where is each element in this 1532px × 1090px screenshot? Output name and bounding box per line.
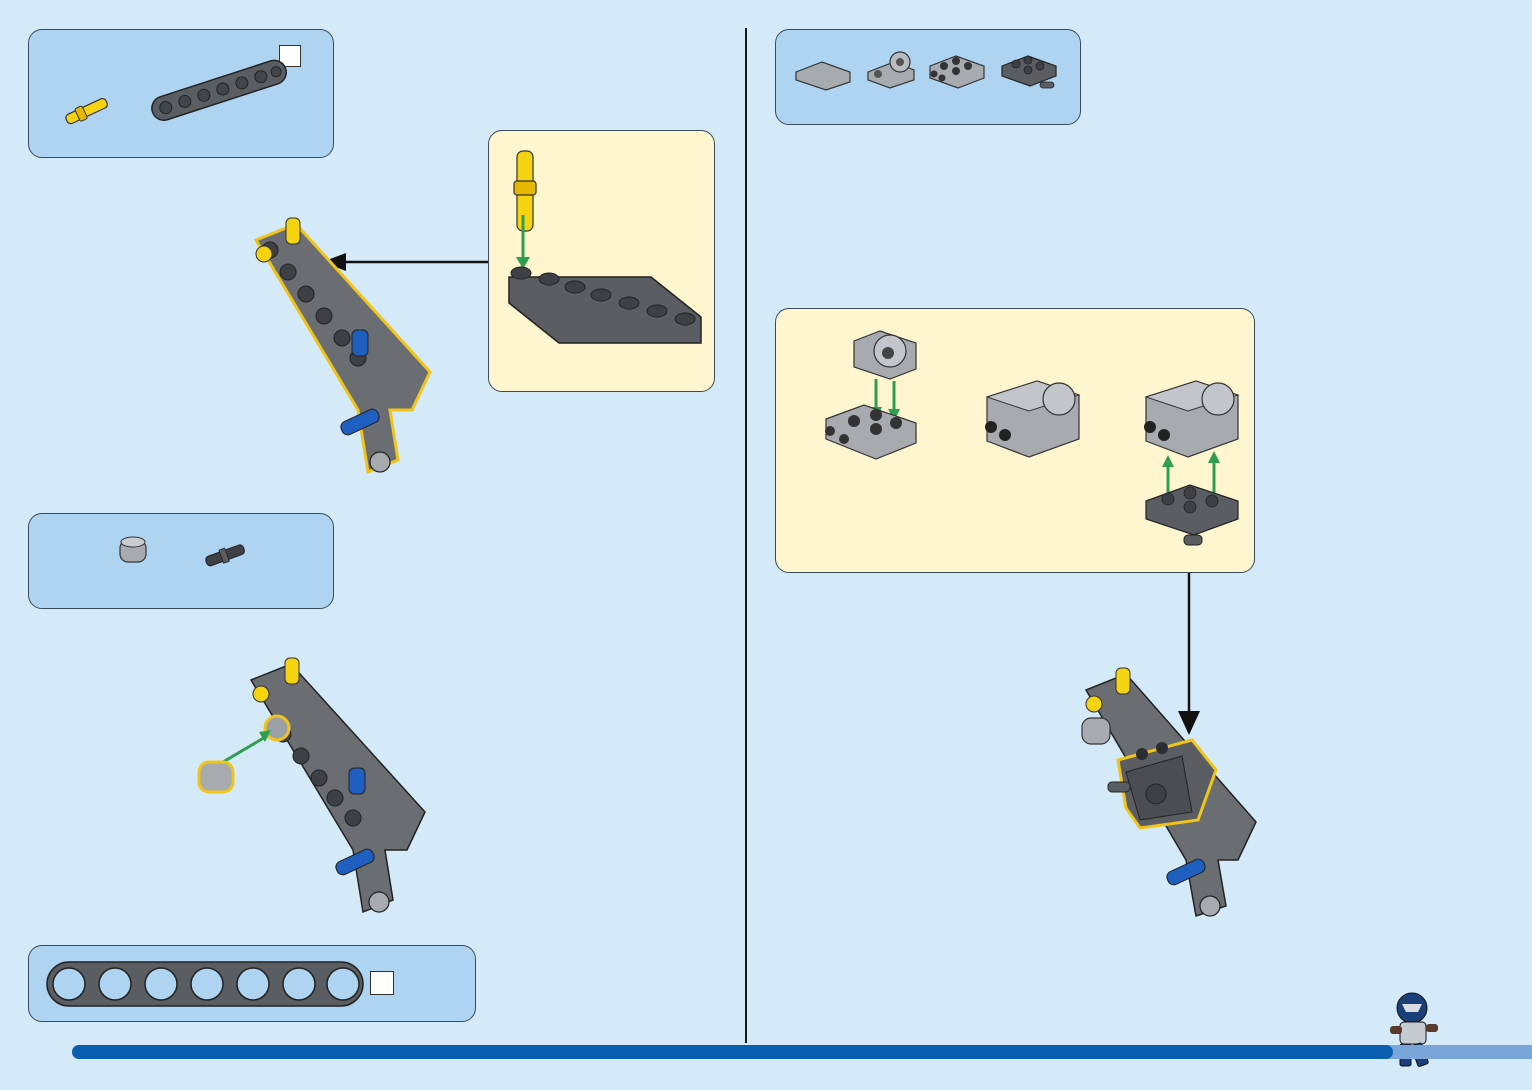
grey-beam-icon (501, 261, 711, 381)
plate-with-pin-icon (998, 44, 1062, 94)
dark-axle-pin-icon (201, 540, 251, 570)
bracket-build-step-2-icon (981, 375, 1091, 475)
plate-with-pin-hole-icon (864, 46, 919, 91)
beam-scale-reference-box (28, 945, 476, 1022)
light-grey-bush-icon (117, 534, 151, 568)
parts-list-box-step-d (775, 29, 1081, 125)
build-progress-bar (72, 1045, 1532, 1059)
tile-corner-icon (792, 54, 854, 94)
column-divider (745, 28, 747, 1043)
model-assembly-step-a (240, 210, 440, 480)
astronaut-minifigure-icon (1384, 990, 1444, 1072)
sub-assembly-callout-bracket (775, 308, 1255, 573)
parts-list-box-step-b (28, 513, 334, 609)
parts-count-box (370, 971, 394, 995)
yellow-axle-pin-icon (57, 92, 117, 132)
grey-beam-icon (145, 50, 295, 130)
model-assembly-step-b (185, 650, 435, 920)
beam-length-reference-icon (45, 960, 375, 1010)
plate-studs-on-side-icon (926, 46, 988, 91)
parts-list-box-step-a (28, 29, 334, 158)
sub-assembly-callout-pin-beam (488, 130, 715, 392)
bracket-build-step-1-icon (820, 323, 930, 473)
progress-fill (72, 1045, 1393, 1059)
model-assembly-step-d (1070, 660, 1270, 920)
bracket-build-step-3-icon (1140, 375, 1250, 555)
